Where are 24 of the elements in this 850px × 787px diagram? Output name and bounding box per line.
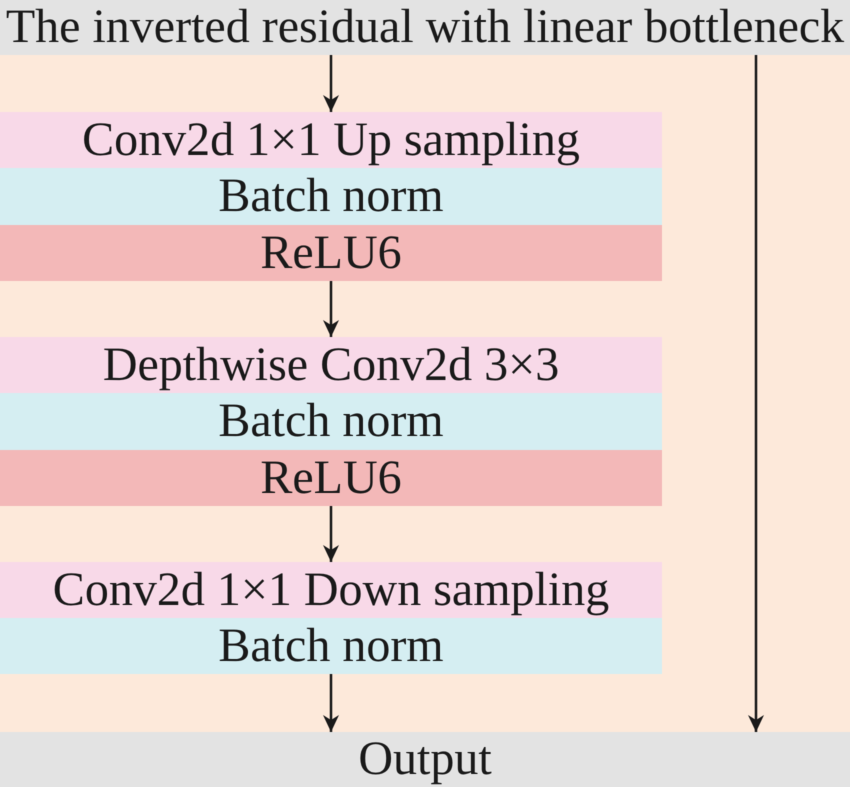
band-label: Output [358,734,492,785]
layer-band [0,618,662,674]
band-label: Depthwise Conv2d 3×3 [102,340,560,390]
arrow [323,674,339,732]
layer-band [0,112,662,168]
layer-band [0,450,662,506]
arrow [323,281,339,337]
layer-band [0,393,662,450]
arrow [323,55,339,112]
band-label: ReLU6 [260,228,402,278]
arrow [323,506,339,562]
output-band [0,732,850,787]
band-label: ReLU6 [260,452,402,504]
arrow [748,55,764,732]
band-label: Conv2d 1×1 Up sampling [82,114,580,166]
band-label: Batch norm [218,171,444,222]
band-label: Conv2d 1×1 Down sampling [52,564,610,616]
band-label: Batch norm [218,620,444,672]
layer-band [0,168,662,225]
band-label: Batch norm [218,396,444,447]
layer-band [0,562,662,618]
band-label: The inverted residual with linear bottleneck [6,2,844,53]
layer-band [0,337,662,393]
layer-band [0,225,662,281]
